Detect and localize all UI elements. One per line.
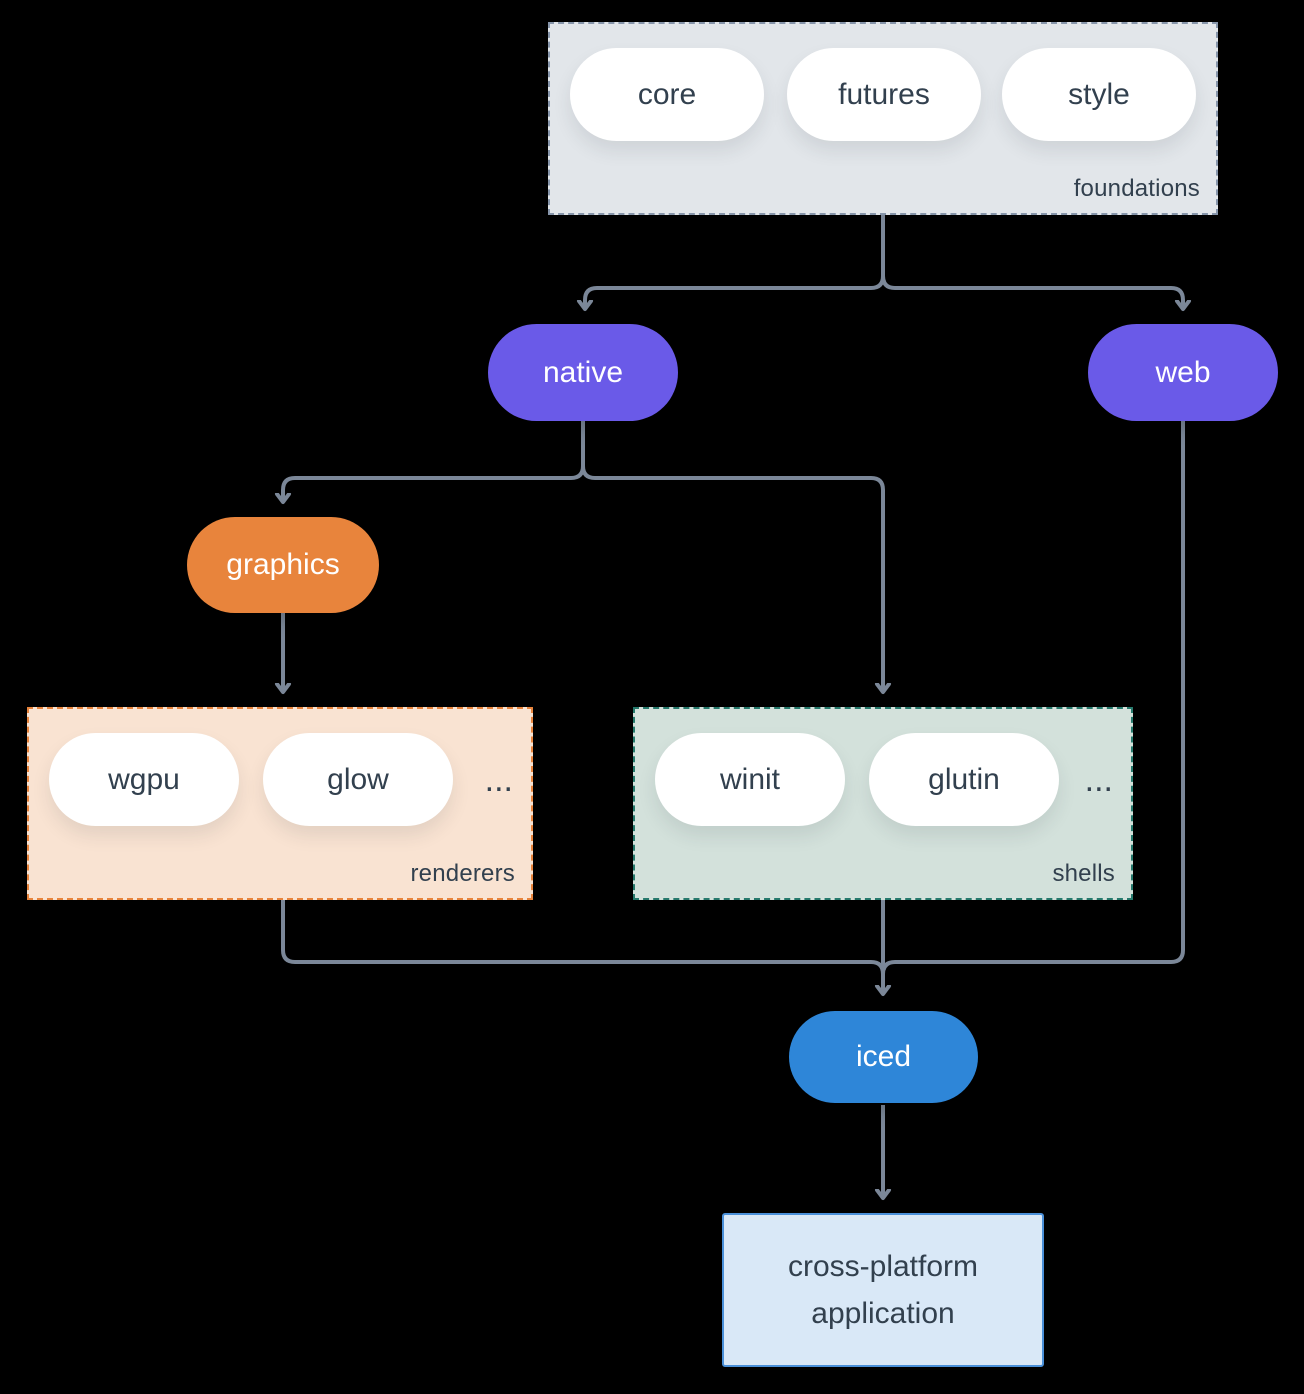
- edge-renderers-merge: [281, 900, 885, 975]
- node-graphics: graphics: [187, 517, 379, 613]
- node-glutin: glutin: [869, 733, 1059, 826]
- group-renderers-label: renderers: [410, 860, 515, 887]
- application-label-line1: cross-platform: [787, 1250, 979, 1283]
- application-label-line2: application: [811, 1297, 955, 1330]
- shells-ellipsis: ...: [1084, 761, 1113, 799]
- node-application: cross-platform application: [722, 1213, 1044, 1367]
- group-shells: winit glutin ... shells: [633, 707, 1133, 900]
- edge-native-shells: [581, 421, 883, 691]
- group-renderers: wgpu glow ... renderers: [27, 707, 533, 900]
- edge-foundations-web: [881, 215, 1183, 308]
- node-glow: glow: [263, 733, 453, 826]
- node-web: web: [1088, 324, 1278, 421]
- node-futures: futures: [787, 48, 981, 141]
- group-foundations-label: foundations: [1073, 175, 1200, 202]
- node-native: native: [488, 324, 678, 421]
- node-style: style: [1002, 48, 1196, 141]
- edge-native-graphics: [283, 421, 585, 501]
- group-foundations: core futures style foundations: [548, 22, 1218, 215]
- node-iced: iced: [789, 1011, 978, 1103]
- node-winit: winit: [655, 733, 845, 826]
- node-wgpu: wgpu: [49, 733, 239, 826]
- group-shells-label: shells: [1052, 860, 1115, 887]
- renderers-ellipsis: ...: [484, 761, 513, 799]
- edge-foundations-native: [585, 215, 885, 308]
- node-core: core: [570, 48, 764, 141]
